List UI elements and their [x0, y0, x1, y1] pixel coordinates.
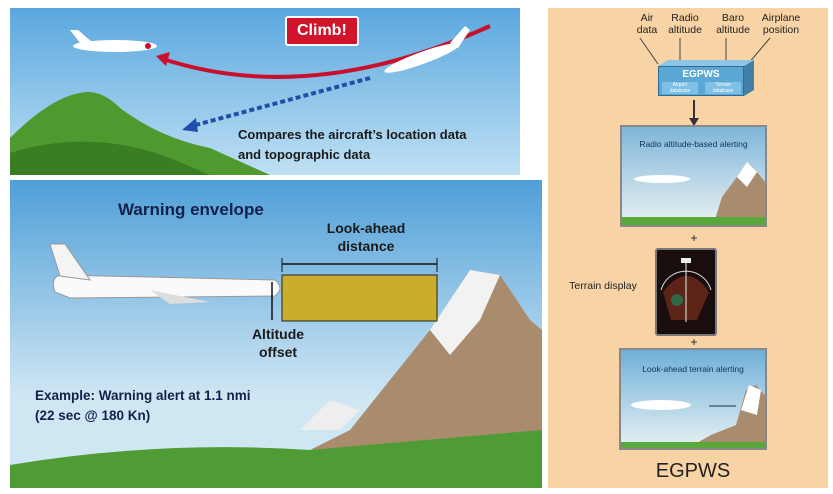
input-line: Radio	[671, 12, 699, 24]
look-ahead-envelope	[281, 274, 438, 322]
comparison-arrow	[191, 76, 371, 128]
connector-lines	[639, 37, 771, 126]
airport-database: Airport database	[662, 82, 698, 94]
terrain-display-label: Terrain display	[569, 280, 637, 292]
terrain-display-screen	[655, 248, 717, 336]
warning-envelope-panel: Warning envelope Look-ahead distance Alt…	[10, 180, 542, 488]
airplane-icon	[70, 30, 157, 52]
look-ahead-alerting-image: Look-ahead terrain alerting	[619, 348, 767, 450]
radio-alerting-label: Radio altitude-based alerting	[639, 139, 748, 149]
terrain-database: Terrain database	[705, 82, 741, 94]
example-line-1: Example: Warning alert at 1.1 nmi	[35, 388, 251, 403]
example-line-2: (22 sec @ 180 Kn)	[35, 408, 151, 423]
airplane-icon	[49, 243, 281, 304]
input-line: Baro	[721, 12, 745, 24]
egpws-footer-title: EGPWS	[655, 460, 731, 482]
caption-line-2: and topographic data	[238, 147, 371, 162]
plus-sign: +	[690, 335, 698, 349]
input-line: altitude	[668, 24, 702, 36]
input-line: altitude	[716, 24, 750, 36]
ground	[10, 430, 542, 488]
look-ahead-label-2: distance	[337, 238, 395, 254]
input-line: Air	[640, 12, 654, 24]
input-line: Airplane	[761, 12, 801, 24]
envelope-illustration	[10, 243, 542, 488]
altitude-offset-label-2: offset	[258, 344, 298, 360]
envelope-title: Warning envelope	[118, 200, 264, 219]
airplane-icon	[384, 26, 470, 73]
plus-sign: +	[690, 231, 698, 245]
input-line: data	[636, 24, 658, 36]
input-line: position	[762, 24, 800, 36]
egpws-box: EGPWS Airport database Terrain database	[658, 66, 744, 96]
terrain-illustration	[10, 24, 491, 175]
climb-path-arrow	[159, 24, 491, 79]
look-ahead-alerting-label: Look-ahead terrain alerting	[642, 364, 744, 374]
egpws-box-title: EGPWS	[682, 69, 720, 80]
altitude-offset-label-1: Altitude	[251, 326, 305, 342]
look-ahead-label-1: Look-ahead	[326, 220, 406, 236]
terrain-comparison-panel: Climb! Compares the aircraft’s location …	[10, 8, 520, 175]
climb-alert-badge: Climb!	[285, 16, 359, 46]
caption-line-1: Compares the aircraft’s location data	[238, 127, 467, 142]
radio-altitude-alerting-image: Radio altitude-based alerting	[620, 125, 767, 227]
